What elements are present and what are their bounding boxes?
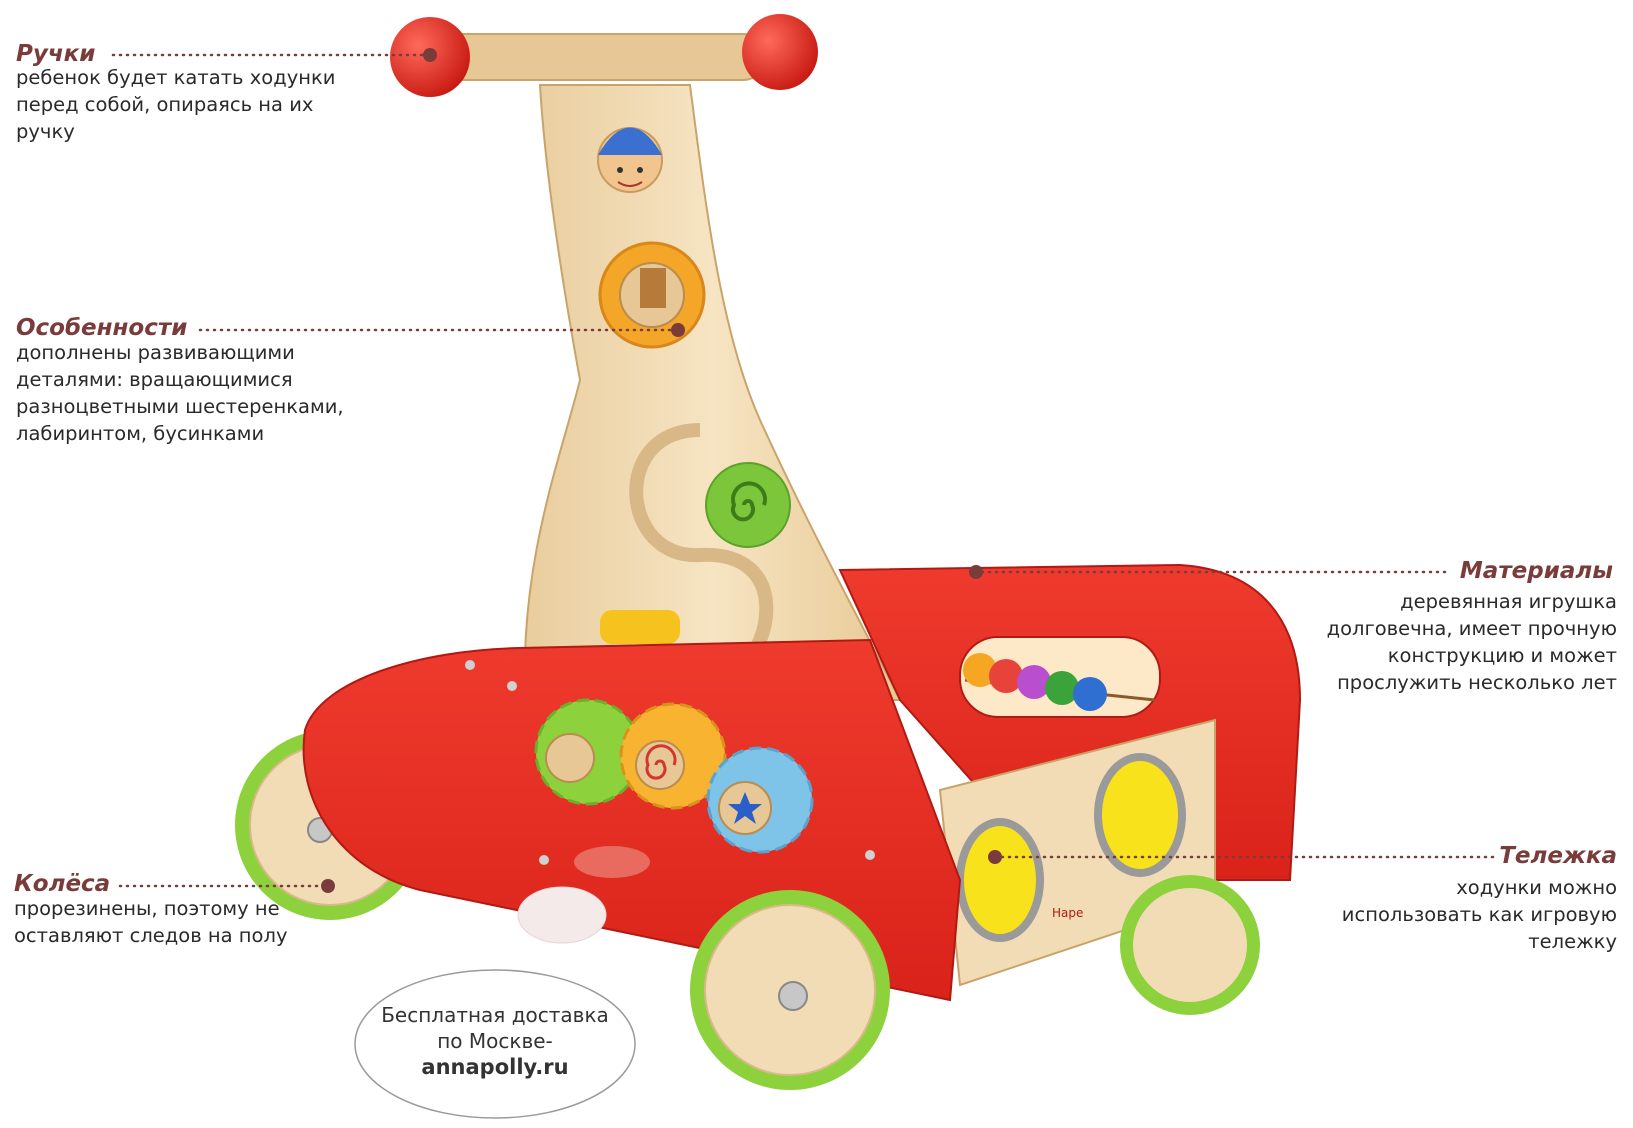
abacus-beads xyxy=(963,653,1107,711)
promo-site-link[interactable]: annapolly.ru xyxy=(421,1055,569,1079)
materials-description: деревянная игрушка долговечна, имеет про… xyxy=(1327,588,1617,696)
features-line: дополнены развивающими xyxy=(16,341,295,364)
promo-line-1: Бесплатная доставка xyxy=(381,1003,609,1027)
gears xyxy=(534,698,814,854)
promo-bubble xyxy=(354,969,636,1119)
features-dot xyxy=(671,323,685,337)
brand-logo: Hape xyxy=(1052,906,1083,920)
cart-line: ходунки можно xyxy=(1456,876,1617,899)
cart-line: использовать как игровую xyxy=(1341,903,1617,926)
handles-title: Ручки xyxy=(16,41,96,67)
promo: Бесплатная доставка по Москве- annapolly… xyxy=(354,966,636,1118)
materials-title: Материалы xyxy=(1459,558,1613,584)
wheels-title: Колёса xyxy=(14,871,111,897)
materials-line: долговечна, имеет прочную xyxy=(1326,617,1617,640)
handles-description: ребенок будет катать ходунки перед собой… xyxy=(16,64,335,145)
features-line: деталями: вращающимися xyxy=(16,368,293,391)
materials-line: деревянная игрушка xyxy=(1400,590,1617,613)
upright-board xyxy=(523,84,902,701)
cart-title: Тележка xyxy=(1499,843,1617,869)
front-wheels xyxy=(690,890,890,1090)
cart-dot xyxy=(988,850,1002,864)
handles-dot xyxy=(423,48,437,62)
features-line: разноцветными шестеренками, xyxy=(16,395,344,418)
wheels-description: прорезинены, поэтому не оставляют следов… xyxy=(14,895,288,949)
materials-line: прослужить несколько лет xyxy=(1337,671,1617,694)
features-description: дополнены развивающими деталями: вращающ… xyxy=(16,339,344,447)
handles-line: перед собой, опираясь на их xyxy=(16,93,314,116)
promo-line-2: по Москве- xyxy=(437,1029,553,1053)
materials-dot xyxy=(969,565,983,579)
handles-line: ребенок будет катать ходунки xyxy=(16,66,336,89)
wheels-line: прорезинены, поэтому не xyxy=(14,897,280,920)
cart-description: ходунки можно использовать как игровую т… xyxy=(1342,874,1617,955)
wheels-dot xyxy=(321,879,335,893)
wheels-line: оставляют следов на полу xyxy=(14,924,288,947)
promo-text: Бесплатная доставка по Москве- annapolly… xyxy=(354,1002,636,1080)
features-line: лабиринтом, бусинками xyxy=(16,422,265,445)
handles-line: ручку xyxy=(16,120,75,143)
features-title: Особенности xyxy=(16,315,188,341)
cart-line: тележку xyxy=(1528,930,1617,953)
materials-line: конструкцию и может xyxy=(1387,644,1617,667)
